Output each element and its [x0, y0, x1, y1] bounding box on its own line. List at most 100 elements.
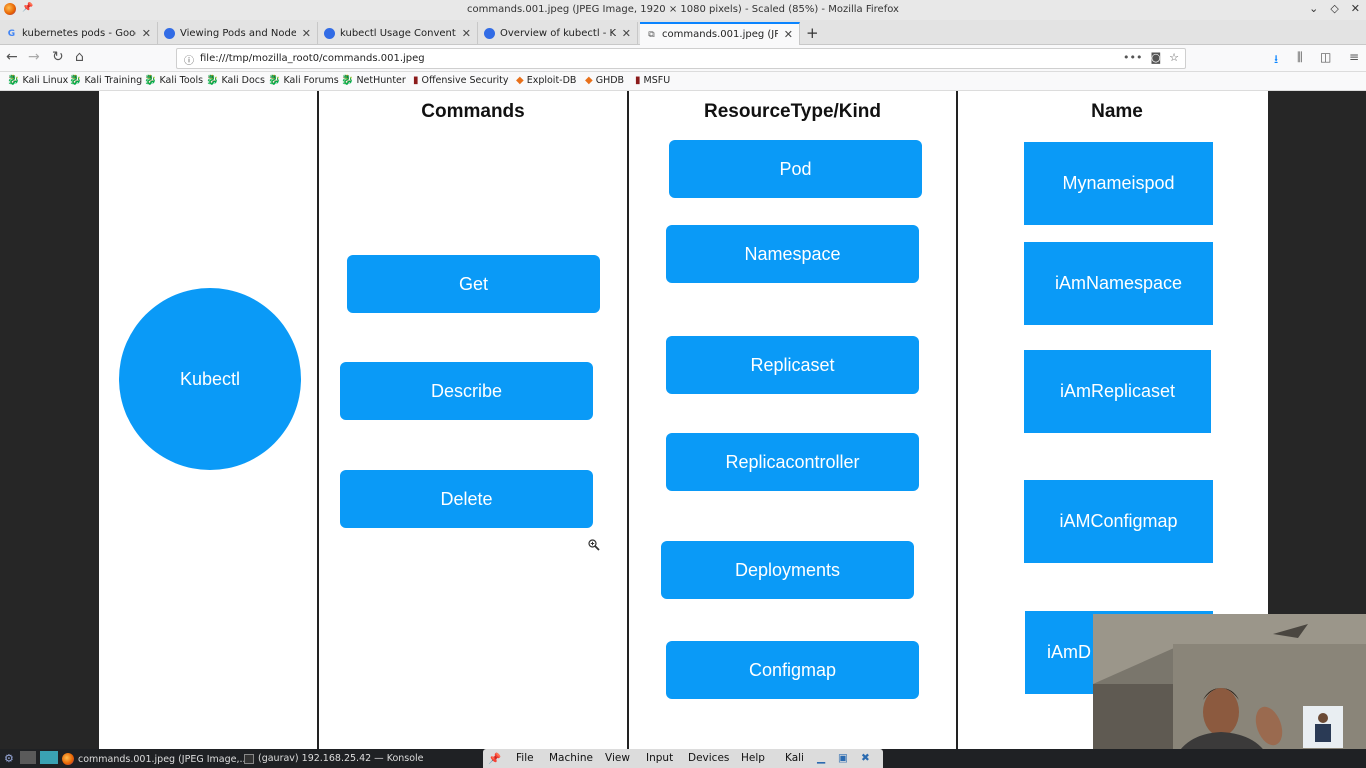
resource-namespace: Namespace [666, 225, 919, 283]
pocket-icon[interactable]: ◙ [1150, 51, 1162, 64]
home-button[interactable]: ⌂ [75, 49, 84, 65]
tab-close-icon[interactable]: ✕ [461, 27, 471, 40]
menu-file[interactable]: File [516, 752, 534, 764]
bookmark-kali-training[interactable]: 🐉Kali Training [69, 75, 143, 86]
bookmark-ghdb[interactable]: ◆GHDB [585, 75, 625, 86]
bookmark-kali-tools[interactable]: 🐉Kali Tools [144, 75, 204, 86]
resource-configmap: Configmap [666, 641, 919, 699]
taskbar-firefox[interactable]: commands.001.jpeg (JPEG Image,... [62, 753, 249, 765]
resource-pod: Pod [669, 140, 922, 198]
kubectl-circle: Kubectl [119, 288, 301, 470]
kubernetes-icon [484, 28, 495, 39]
command-get: Get [347, 255, 600, 313]
tab-kubernetes-pods[interactable]: G kubernetes pods - Google ✕ [0, 22, 158, 45]
webcam-feed-image [1093, 614, 1366, 768]
pin-icon[interactable]: 📌 [22, 3, 34, 13]
window-titlebar: 📌 commands.001.jpeg (JPEG Image, 1920 × … [0, 0, 1366, 20]
column-divider [627, 91, 629, 749]
pin-icon[interactable]: 📌 [488, 753, 502, 765]
kali-dragon-icon: 🐉 [69, 75, 82, 86]
menu-view[interactable]: View [605, 752, 630, 764]
bookmark-nethunter[interactable]: 🐉NetHunter [341, 75, 406, 86]
name-iamnamespace: iAmNamespace [1024, 242, 1213, 325]
exit-fullscreen-icon[interactable]: ✖ [861, 752, 870, 764]
workspace-switcher[interactable] [20, 751, 58, 764]
tab-kubectl-usage[interactable]: kubectl Usage Conventions ✕ [318, 22, 478, 45]
close-window-icon[interactable]: ✕ [1350, 2, 1360, 15]
name-header: Name [1091, 101, 1143, 122]
kubernetes-icon [164, 28, 175, 39]
tab-close-icon[interactable]: ✕ [301, 27, 311, 40]
webcam-overlay [1093, 614, 1366, 768]
info-icon[interactable]: ⓘ [184, 56, 194, 67]
msfu-icon: ▮ [635, 75, 641, 86]
column-divider [956, 91, 958, 749]
google-icon: G [7, 28, 16, 39]
kubernetes-icon [324, 28, 335, 39]
downloads-icon[interactable]: ⭳ [1274, 52, 1279, 66]
commands-header: Commands [421, 101, 525, 122]
minimize-vm-icon[interactable]: ▁ [817, 752, 826, 764]
kali-dragon-icon: 🐉 [144, 75, 157, 86]
window-title: commands.001.jpeg (JPEG Image, 1920 × 10… [467, 4, 899, 15]
tab-close-icon[interactable]: ✕ [621, 27, 631, 40]
command-delete: Delete [340, 470, 593, 528]
sidebar-icon[interactable]: ◫ [1320, 50, 1332, 64]
menu-machine[interactable]: Machine [549, 752, 593, 764]
forward-button[interactable]: → [28, 49, 40, 65]
image-viewer: Kubectl Commands ResourceType/Kind Name … [0, 91, 1366, 749]
zoom-cursor-icon [588, 539, 600, 551]
minimize-icon[interactable]: ⌄ [1309, 2, 1319, 15]
resource-replicaset: Replicaset [666, 336, 919, 394]
tab-commands-jpeg[interactable]: ⧉ commands.001.jpeg (JPEG ✕ [640, 22, 800, 45]
kali-dragon-icon: 🐉 [268, 75, 281, 86]
tab-close-icon[interactable]: ✕ [141, 27, 151, 40]
firefox-icon [62, 753, 74, 765]
window-mode-icon[interactable]: ▣ [838, 752, 848, 764]
name-mynameispod: Mynameispod [1024, 142, 1213, 225]
ghdb-icon: ◆ [585, 75, 593, 86]
bookmarks-toolbar: 🐉Kali Linux 🐉Kali Training 🐉Kali Tools 🐉… [0, 72, 1366, 91]
resource-deployments: Deployments [661, 541, 914, 599]
name-iamreplicaset: iAmReplicaset [1024, 350, 1211, 433]
bookmark-kali-forums[interactable]: 🐉Kali Forums [268, 75, 339, 86]
resource-header: ResourceType/Kind [703, 101, 882, 122]
column-divider [317, 91, 319, 749]
tab-bar: G kubernetes pods - Google ✕ Viewing Pod… [0, 20, 1366, 45]
slide-image: Kubectl Commands ResourceType/Kind Name … [99, 91, 1268, 749]
maximize-icon[interactable]: ◇ [1330, 2, 1339, 15]
library-icon[interactable]: ⫼ [1297, 50, 1303, 64]
tab-overview-kubectl[interactable]: Overview of kubectl - Kube ✕ [478, 22, 638, 45]
exploit-db-icon: ◆ [516, 75, 524, 86]
menu-icon[interactable]: ≡ [1349, 50, 1360, 64]
url-text: file:///tmp/mozilla_root0/commands.001.j… [200, 53, 425, 64]
resource-replicacontroller: Replicacontroller [666, 433, 919, 491]
firefox-icon [4, 3, 16, 15]
new-tab-button[interactable]: + [806, 24, 819, 42]
name-iamconfigmap: iAMConfigmap [1024, 480, 1213, 563]
taskbar-konsole[interactable]: (gaurav) 192.168.25.42 — Konsole [244, 753, 424, 764]
menu-input[interactable]: Input [646, 752, 674, 764]
bookmark-exploit-db[interactable]: ◆Exploit-DB [516, 75, 577, 86]
bookmark-offensive-security[interactable]: ▮Offensive Security [413, 75, 509, 86]
kali-dragon-icon: 🐉 [341, 75, 354, 86]
tab-close-icon[interactable]: ✕ [783, 28, 793, 41]
image-icon: ⧉ [648, 29, 655, 40]
page-actions-button[interactable]: ••• [1122, 51, 1143, 64]
menu-help[interactable]: Help [741, 752, 765, 764]
back-button[interactable]: ← [6, 49, 18, 65]
bookmark-star-icon[interactable]: ☆ [1169, 51, 1179, 64]
command-describe: Describe [340, 362, 593, 420]
offsec-icon: ▮ [413, 75, 419, 86]
menu-devices[interactable]: Devices [688, 752, 730, 764]
vm-name-label: Kali [785, 752, 804, 764]
bookmark-msfu[interactable]: ▮MSFU [635, 75, 671, 86]
reload-button[interactable]: ↻ [52, 49, 64, 65]
bookmark-kali-docs[interactable]: 🐉Kali Docs [206, 75, 265, 86]
terminal-icon [244, 753, 254, 764]
tab-viewing-pods[interactable]: Viewing Pods and Nodes - K ✕ [158, 22, 318, 45]
kali-dragon-icon: 🐉 [206, 75, 219, 86]
kali-menu-icon[interactable]: ⚙ [4, 752, 14, 765]
bookmark-kali-linux[interactable]: 🐉Kali Linux [7, 75, 69, 86]
url-bar[interactable]: ⓘ file:///tmp/mozilla_root0/commands.001… [176, 48, 1186, 69]
